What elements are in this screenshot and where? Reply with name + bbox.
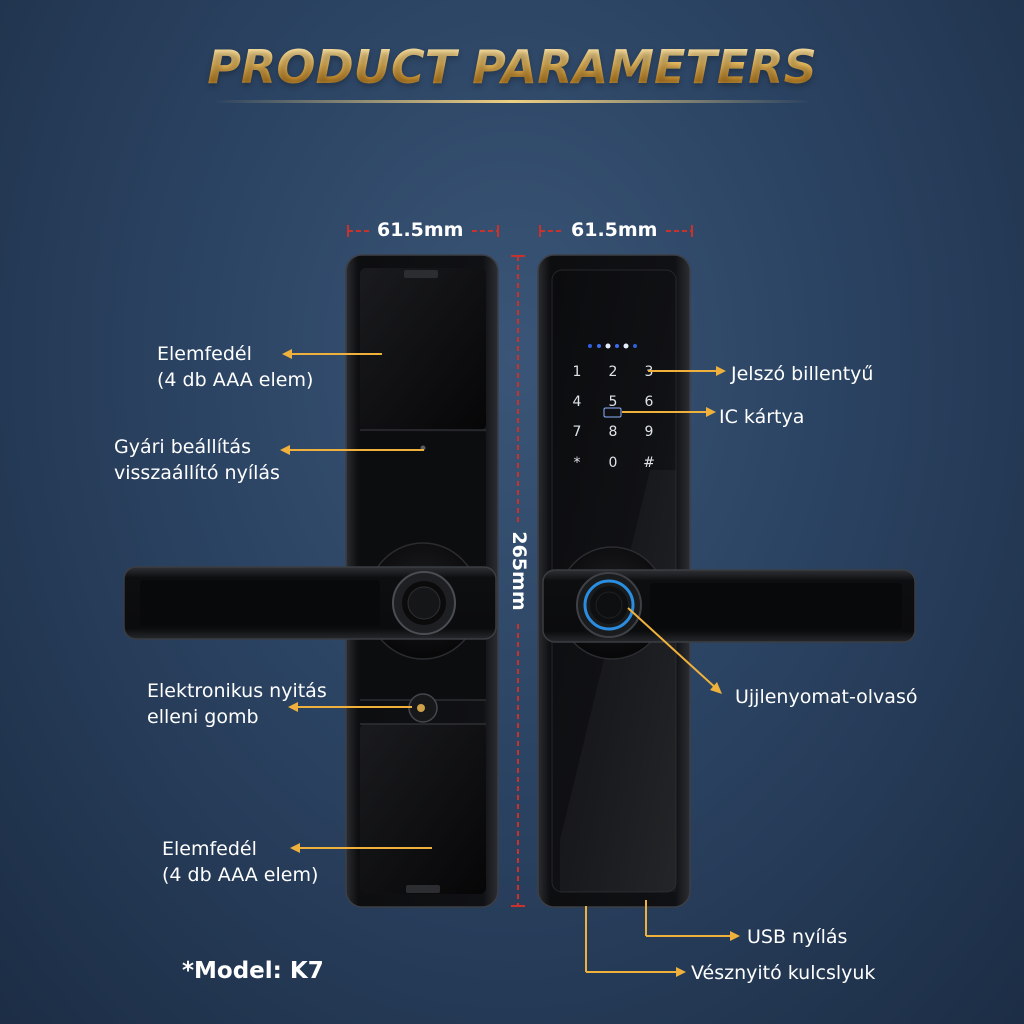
ic-card-label: IC kártya — [719, 406, 805, 428]
page-title: PRODUCT PARAMETERS — [0, 40, 1024, 94]
status-led-row — [588, 343, 637, 349]
battery-cover-top — [360, 268, 486, 430]
usb-label: USB nyílás — [747, 926, 848, 948]
front-lock-body — [537, 254, 916, 908]
label-line: elleni gomb — [147, 706, 259, 728]
keypad-key: 0 — [609, 455, 618, 471]
ic-card-icon — [603, 407, 622, 418]
label-line: Elemfedél — [162, 838, 257, 860]
keypad-key: 9 — [645, 424, 654, 440]
label-line: visszaállító nyílás — [114, 462, 280, 484]
label-line: Elemfedél — [157, 343, 252, 365]
keypad-label: Jelszó billentyű — [731, 363, 874, 385]
model-label: *Model: K7 — [182, 958, 324, 984]
keypad-key: 2 — [609, 364, 618, 380]
width-label-left: 61.5mm — [377, 219, 464, 241]
keypad-grid: 1 2 3 4 5 6 7 8 9 * 0 # — [573, 364, 655, 471]
keypad-key: 5 — [609, 394, 618, 410]
label-line: (4 db AAA elem) — [157, 369, 314, 391]
factory-reset-label: Gyári beállítás visszaállító nyílás — [114, 434, 280, 486]
fingerprint-ring-icon — [583, 579, 635, 631]
dimension-lines — [347, 225, 693, 907]
keypad-key: 1 — [573, 364, 582, 380]
keypad-key: * — [574, 455, 581, 471]
label-line: (4 db AAA elem) — [162, 864, 319, 886]
battery-cover-top-label: Elemfedél (4 db AAA elem) — [157, 341, 313, 393]
keypad-key: 7 — [573, 424, 582, 440]
keypad-key: 4 — [573, 394, 582, 410]
callout-arrows — [280, 349, 740, 977]
height-label: 265mm — [508, 531, 530, 611]
title-underline-glow — [212, 100, 812, 103]
key-hole-label: Vésznyitó kulcslyuk — [691, 962, 876, 984]
fingerprint-label: Ujjlenyomat-olvasó — [735, 686, 918, 708]
label-line: Elektronikus nyitás — [147, 680, 327, 702]
keypad-key: # — [643, 455, 655, 471]
keypad-key: 6 — [645, 394, 654, 410]
battery-cover-bottom — [360, 724, 486, 894]
back-lock-body — [123, 254, 499, 908]
battery-cover-bottom-label: Elemfedél (4 db AAA elem) — [162, 836, 318, 888]
keypad-key: 8 — [609, 424, 618, 440]
label-line: Gyári beállítás — [114, 436, 251, 458]
width-label-right: 61.5mm — [571, 219, 658, 241]
emergency-button-label: Elektronikus nyitás elleni gomb — [147, 678, 327, 730]
